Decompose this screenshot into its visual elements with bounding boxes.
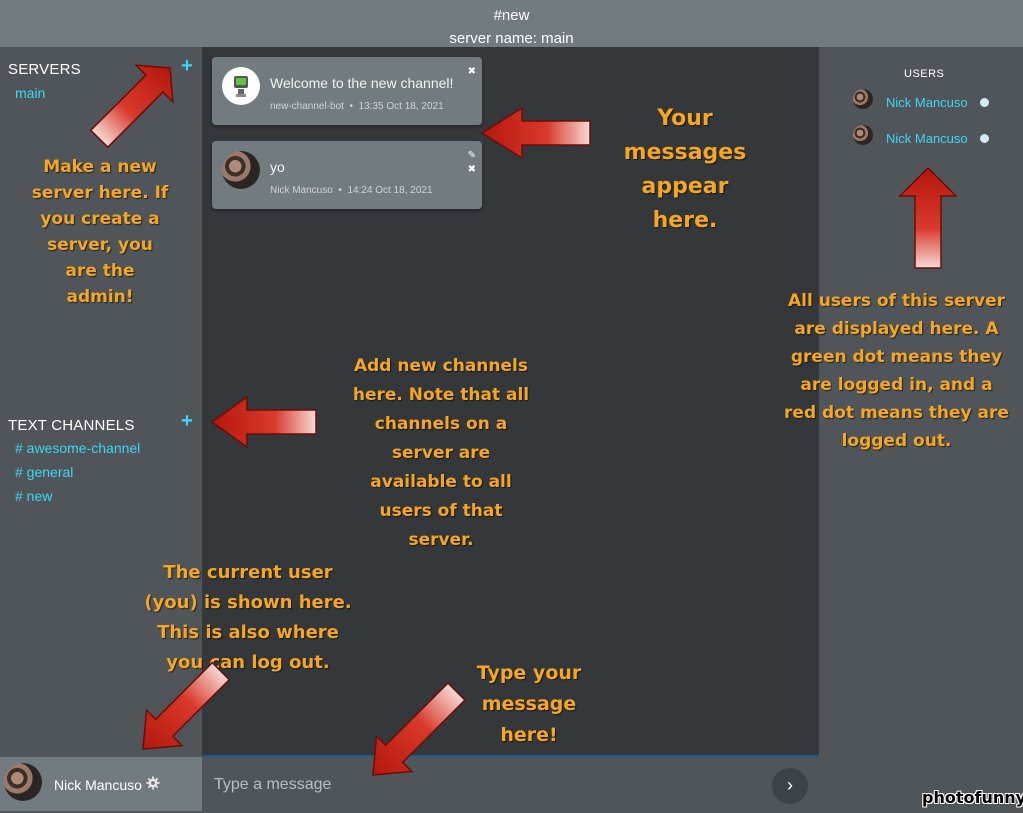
message-card: yo Nick Mancuso • 14:24 Oct 18, 2021 ✎ ✖ (212, 141, 482, 209)
text-channels-title: TEXT CHANNELS (8, 417, 135, 434)
user-name[interactable]: Nick Mancuso (886, 131, 968, 146)
arrow-channels (210, 395, 317, 449)
delete-message-icon[interactable]: ✖ (467, 164, 476, 175)
arrow-current-user (142, 661, 231, 750)
message-meta: Nick Mancuso • 14:24 Oct 18, 2021 (270, 185, 433, 196)
author-avatar (222, 151, 260, 189)
message-meta: new-channel-bot • 13:35 Oct 18, 2021 (270, 101, 444, 112)
arrow-users (898, 166, 958, 269)
channel-item-awesome-channel[interactable]: # awesome-channel (15, 440, 141, 456)
user-avatar (853, 125, 873, 145)
status-dot-icon (980, 134, 989, 143)
message-time: 14:24 Oct 18, 2021 (347, 185, 433, 196)
bot-avatar (222, 67, 260, 105)
message-time: 13:35 Oct 18, 2021 (358, 101, 444, 112)
arrow-compose (372, 682, 466, 776)
annotation-channels: Add new channels here. Note that all cha… (352, 356, 530, 550)
message-text: Welcome to the new channel! (270, 75, 454, 91)
annotation-users: All users of this server are displayed h… (784, 291, 1009, 451)
robot-icon (234, 76, 248, 97)
current-user-avatar (4, 763, 42, 801)
meta-separator: • (349, 101, 354, 112)
top-bar: #new server name: main (0, 0, 1023, 47)
user-list-item[interactable]: Nick Mancuso (853, 89, 1013, 111)
user-avatar (853, 89, 873, 109)
meta-separator: • (338, 185, 342, 196)
message-input[interactable] (212, 771, 756, 799)
user-name[interactable]: Nick Mancuso (886, 95, 968, 110)
user-list-item[interactable]: Nick Mancuso (853, 125, 1013, 147)
add-channel-plus-icon[interactable]: + (181, 410, 193, 432)
delete-message-icon[interactable]: ✖ (467, 66, 476, 77)
message-card: Welcome to the new channel! new-channel-… (212, 57, 482, 125)
message-author: new-channel-bot (270, 101, 344, 112)
servers-title: SERVERS (8, 61, 81, 78)
watermark: photofunny (922, 788, 1023, 807)
channel-item-new[interactable]: # new (15, 488, 53, 504)
chat-messages-area: Welcome to the new channel! new-channel-… (202, 47, 819, 755)
annotation-servers: Make a new server here. If you create a … (31, 157, 169, 307)
send-button[interactable]: › (772, 768, 808, 804)
channel-title: #new (493, 7, 530, 24)
add-server-plus-icon[interactable]: + (181, 55, 193, 77)
arrow-messages (480, 106, 591, 160)
current-user-bar[interactable]: Nick Mancuso (0, 757, 202, 811)
annotation-messages: Your messages appear here. (623, 106, 747, 233)
status-dot-icon (980, 98, 989, 107)
left-sidebar: SERVERS + main TEXT CHANNELS + # awesome… (0, 47, 202, 757)
users-title: USERS (904, 68, 945, 80)
gear-icon[interactable] (146, 776, 160, 790)
annotation-compose: Type your message here! (476, 662, 582, 746)
server-name-label: server name: main (449, 30, 574, 47)
edit-message-icon[interactable]: ✎ (467, 150, 476, 161)
message-text: yo (270, 159, 285, 175)
message-author: Nick Mancuso (270, 185, 333, 196)
channel-item-general[interactable]: # general (15, 464, 74, 480)
arrow-servers (89, 64, 174, 149)
server-item-main[interactable]: main (15, 85, 46, 101)
message-composer: › (202, 755, 819, 813)
current-user-name: Nick Mancuso (54, 777, 142, 793)
